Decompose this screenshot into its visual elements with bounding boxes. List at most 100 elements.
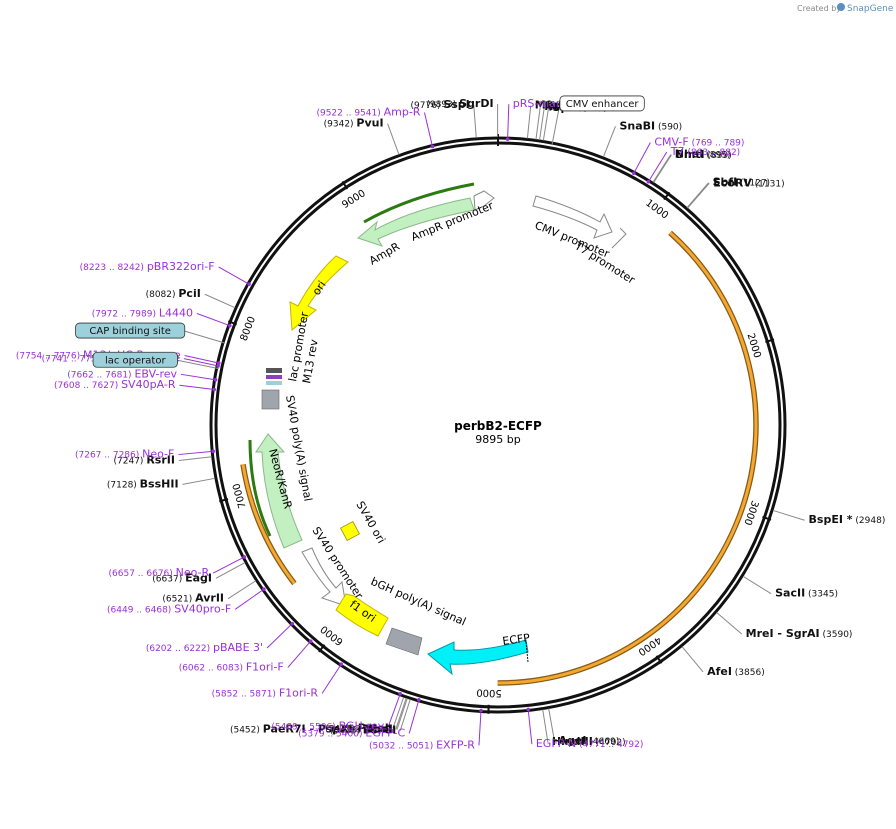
leader-bmti bbox=[653, 154, 672, 183]
enzyme-hindiii[interactable]: HindIII (4702) bbox=[552, 735, 626, 748]
leader-neo-r bbox=[212, 557, 243, 574]
tick-2000 bbox=[765, 338, 775, 343]
primer-egfp-n[interactable]: EGFP-N (4771 .. 4792) bbox=[536, 737, 644, 750]
tick-8000 bbox=[227, 320, 238, 326]
primer-mark-f1ori-r bbox=[339, 662, 344, 667]
m13-rev-block[interactable] bbox=[266, 375, 282, 379]
leader-l4440 bbox=[196, 313, 229, 326]
primer-exfp-r[interactable]: (5032 .. 5051) EXFP-R bbox=[369, 738, 475, 751]
primer-pbr322ori-f[interactable]: (8223 .. 8242) pBR322ori-F bbox=[80, 260, 215, 273]
enzyme-bsrgi[interactable]: (5435) BsrGI bbox=[330, 724, 396, 737]
enzyme-nhei[interactable]: NheI (895) bbox=[675, 147, 731, 160]
tick-3000 bbox=[762, 515, 772, 521]
enzyme-pcii[interactable]: (8082) PciI bbox=[146, 287, 201, 300]
ecfp-end-marker bbox=[525, 641, 529, 663]
tick-label-5000: 5000 bbox=[476, 686, 502, 698]
enzyme-bspei[interactable]: BspEI * (2948) bbox=[809, 513, 886, 526]
primer-ebv-rev[interactable]: (7662 .. 7681) EBV-rev bbox=[67, 367, 177, 380]
leader-exfp-r bbox=[478, 712, 482, 746]
t7-promoter-arrow[interactable] bbox=[611, 227, 627, 249]
leader-afei bbox=[681, 646, 704, 673]
leader-amp-r bbox=[423, 112, 433, 145]
ampr-arrow[interactable] bbox=[356, 197, 475, 247]
primer-neo-f[interactable]: (7267 .. 7286) Neo-F bbox=[75, 448, 174, 461]
sv40-promoter-arrow[interactable] bbox=[301, 547, 347, 607]
primer-mark-pbr322ori-f bbox=[247, 282, 251, 286]
enzyme-bsshii[interactable]: (7128) BssHII bbox=[107, 477, 179, 490]
primer-sv40pro-f[interactable]: (6449 .. 6468) SV40pro-F bbox=[107, 602, 231, 615]
sv40-ori-block[interactable] bbox=[339, 520, 361, 542]
enzyme-sbfi[interactable]: SbfI (1127) bbox=[713, 176, 770, 189]
enzyme-afei[interactable]: AfeI (3856) bbox=[707, 665, 765, 678]
enzyme-avrii[interactable]: (6521) AvrII bbox=[162, 592, 224, 605]
neor-gene-arc bbox=[248, 439, 272, 537]
ecfp-arrow[interactable] bbox=[427, 639, 529, 676]
primer-amp-r[interactable]: (9522 .. 9541) Amp-R bbox=[316, 106, 420, 119]
enzyme-sgrdi[interactable]: (9893) SgrDI bbox=[426, 97, 493, 110]
boxed-feature-lac-operator[interactable] bbox=[92, 351, 178, 368]
enzyme-xbai[interactable]: (5458) XbaI bbox=[331, 722, 392, 735]
enzyme-agei[interactable]: AgeI (4669) bbox=[558, 734, 619, 747]
enzyme-rsrii[interactable]: (7247) RsrII bbox=[114, 453, 175, 466]
primer-l4440[interactable]: (7972 .. 7989) L4440 bbox=[92, 306, 193, 319]
tick-4000 bbox=[655, 655, 663, 664]
cmv-promoter-arrow[interactable] bbox=[532, 195, 613, 239]
primer-egfp-c[interactable]: (5379 .. 5400) EGFP-C bbox=[298, 726, 405, 739]
ori-arrow[interactable] bbox=[289, 255, 349, 332]
primer-mark-amp-r bbox=[430, 144, 435, 149]
tick-label-6000: 6000 bbox=[319, 623, 346, 647]
primer-neo-r[interactable]: (6657 .. 6676) Neo-R bbox=[109, 566, 210, 579]
enzyme-bmti[interactable]: BmtI (899) bbox=[675, 148, 731, 161]
leader-egfp-c bbox=[408, 701, 419, 734]
boxed-feature-label-cmv-enhancer: CMV enhancer bbox=[566, 99, 640, 110]
enzyme-mrei-sgrai[interactable]: MreI - SgrAI (3590) bbox=[746, 627, 853, 640]
enzyme-sacii[interactable]: SacII (3345) bbox=[775, 587, 838, 600]
f1-ori-arrow[interactable] bbox=[335, 593, 389, 637]
leader-cmv-enhancer bbox=[551, 103, 561, 146]
credit-prefix: Created by bbox=[797, 4, 841, 13]
enzyme-ecorv[interactable]: EcoRV (1131) bbox=[713, 176, 784, 189]
boxed-feature-cap-binding-site[interactable] bbox=[75, 322, 186, 339]
lac-promoter-block[interactable] bbox=[266, 368, 282, 373]
primer-mark-prs-marker bbox=[505, 137, 510, 141]
ecfp-label: ECFP bbox=[502, 631, 531, 648]
primer-t7[interactable]: T7 (863 .. 882) bbox=[670, 145, 740, 158]
primer-sv40pa-r[interactable]: (7608 .. 7627) SV40pA-R bbox=[54, 378, 176, 391]
leader-pbabe-3 bbox=[266, 624, 292, 649]
leader-paer7i-pspxi-xhoi bbox=[396, 698, 408, 730]
leader-ecorv bbox=[687, 182, 710, 209]
tick-label-1000: 1000 bbox=[643, 198, 670, 222]
boxed-feature-cmv-enhancer[interactable] bbox=[559, 95, 645, 112]
leader-pcii bbox=[204, 293, 236, 309]
cap-site-block[interactable] bbox=[266, 381, 282, 385]
primer-mark-t7 bbox=[646, 179, 651, 184]
enzyme-pvui[interactable]: (9342) PvuI bbox=[324, 117, 384, 130]
leader-sbfi bbox=[686, 182, 709, 208]
bgh-polya-block[interactable] bbox=[385, 627, 423, 656]
leader-cap-binding-site bbox=[184, 330, 226, 344]
leader-sacii bbox=[742, 575, 772, 595]
primer-pbabe-3[interactable]: (6202 .. 6222) pBABE 3' bbox=[146, 641, 263, 654]
enzyme-sspi[interactable]: (9776) SspI bbox=[411, 98, 470, 111]
sv40-polya-block[interactable] bbox=[261, 389, 280, 410]
orf-arc-right-fill bbox=[497, 231, 758, 685]
ampr-gene-arc bbox=[363, 182, 475, 224]
enzyme-paer7i-pspxi-xhoi[interactable]: (5452) PaeR7I - PspXI - XhoI bbox=[230, 723, 393, 736]
ampr-promoter-arrow[interactable] bbox=[473, 190, 495, 211]
enzyme-pmei[interactable]: (5473) PmeI bbox=[325, 721, 389, 734]
primer-mark-exfp-r bbox=[479, 708, 483, 713]
primer-mark-f1ori-f bbox=[308, 639, 313, 643]
orf-arc-right[interactable] bbox=[497, 230, 759, 686]
tick-label-9000: 9000 bbox=[340, 188, 367, 211]
primer-bgh-rev[interactable]: (5489 .. 5506) BGH-rev bbox=[271, 720, 384, 733]
enzyme-eagi[interactable]: (6637) EagI bbox=[152, 571, 212, 584]
credit-brand: SnapGene bbox=[847, 4, 894, 14]
leader-sv40pro-f bbox=[234, 589, 263, 610]
enzyme-snabi[interactable]: SnaBI (590) bbox=[619, 119, 682, 132]
leader-mfei bbox=[526, 105, 532, 139]
primer-f1ori-f[interactable]: (6062 .. 6083) F1ori-F bbox=[179, 661, 284, 674]
orf-arc-left-fill bbox=[241, 464, 296, 585]
primer-f1ori-r[interactable]: (5852 .. 5871) F1ori-R bbox=[212, 686, 319, 699]
primer-cmv-f[interactable]: CMV-F (769 .. 789) bbox=[654, 135, 744, 148]
neor-kanr-arrow[interactable] bbox=[255, 433, 303, 549]
